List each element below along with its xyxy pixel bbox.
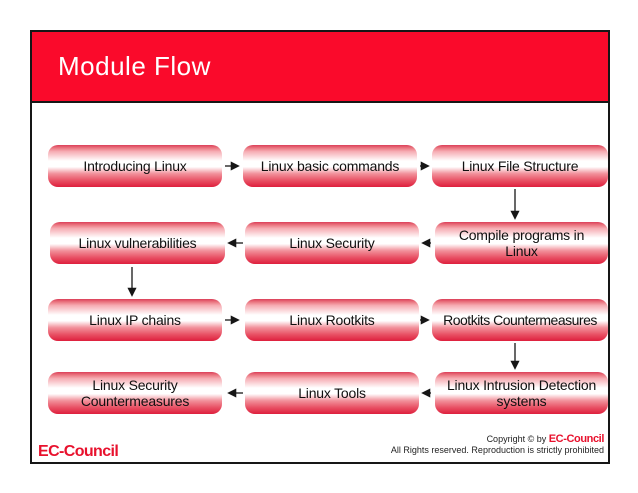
flow-node-introducing-linux: Introducing Linux <box>48 145 222 187</box>
flow-node-linux-security-countermeasures: Linux Security Countermeasures <box>48 372 222 414</box>
copyright-notice: Copyright © by EC-Council All Rights res… <box>391 434 604 455</box>
flow-node-linux-rootkits: Linux Rootkits <box>245 299 419 341</box>
copyright-brand: EC-Council <box>548 433 605 445</box>
flow-node-linux-ip-chains: Linux IP chains <box>48 299 222 341</box>
flow-node-compile-programs-in-linux: Compile programs in Linux <box>435 222 608 264</box>
copyright-prefix: Copyright © by <box>486 434 549 444</box>
brand-logo: EC-Council <box>38 443 119 460</box>
flow-node-linux-vulnerabilities: Linux vulnerabilities <box>50 222 225 264</box>
page-title: Module Flow <box>58 51 211 81</box>
flow-node-linux-basic-commands: Linux basic commands <box>243 145 417 187</box>
flow-node-linux-security: Linux Security <box>245 222 419 264</box>
slide-frame: Module Flow Introducing <box>30 30 610 464</box>
copyright-line1: Copyright © by EC-Council <box>391 433 605 445</box>
flow-node-linux-file-structure: Linux File Structure <box>432 145 608 187</box>
flow-node-linux-tools: Linux Tools <box>245 372 419 414</box>
flow-node-rootkits-countermeasures: Rootkits Countermeasures <box>432 299 608 341</box>
flow-node-linux-intrusion-detection: Linux Intrusion Detection systems <box>435 372 608 414</box>
copyright-line2: All Rights reserved. Reproduction is str… <box>390 444 604 455</box>
title-bar: Module Flow <box>32 32 608 103</box>
